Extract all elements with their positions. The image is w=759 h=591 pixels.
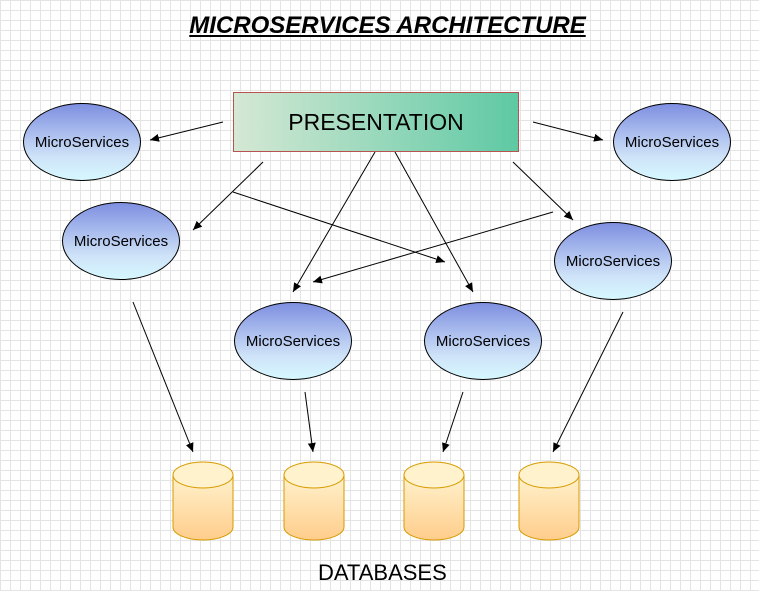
microservice-label: MicroServices [624,133,720,151]
arrow-presentation-to-ms-mid-right [512,161,574,221]
presentation-label: PRESENTATION [288,108,464,135]
database-cylinder [283,461,345,541]
presentation-box: PRESENTATION [233,92,519,152]
arrow-presentation-to-ms-center-right [394,151,474,293]
microservice-label: MicroServices [435,332,531,350]
microservice-node: MicroServices [554,222,672,300]
microservice-node: MicroServices [23,103,141,181]
arrow-presentation-to-ms-top-right [532,121,604,142]
arrow-presentation-to-ms-mid-left [192,161,264,231]
arrow-presentation-to-ms-top-left [149,121,224,142]
diagram-title: MICROSERVICES ARCHITECTURE [189,12,586,39]
microservice-label: MicroServices [245,332,341,350]
microservice-node: MicroServices [424,302,542,380]
arrow-ms-center-right-to-db-3 [442,391,464,453]
arrow-ms-mid-left-to-db-1 [132,301,194,453]
arrow-presentation-to-ms-center-left [292,151,376,293]
database-cylinder [518,461,580,541]
arrow-ms-mid-right-to-db-4 [552,311,624,453]
microservice-label: MicroServices [73,232,169,250]
microservice-node: MicroServices [234,302,352,380]
arrow-presentation-to-ms-center-right-cross [232,191,446,263]
database-cylinder [403,461,465,541]
arrow-ms-center-left-to-db-2 [304,391,316,453]
microservice-node: MicroServices [613,103,731,181]
microservice-label: MicroServices [565,252,661,270]
microservice-node: MicroServices [62,202,180,280]
databases-label: DATABASES [318,560,447,585]
database-cylinder [172,461,234,541]
arrow-presentation-to-ms-center-left-cross [312,211,554,284]
microservice-label: MicroServices [34,133,130,151]
